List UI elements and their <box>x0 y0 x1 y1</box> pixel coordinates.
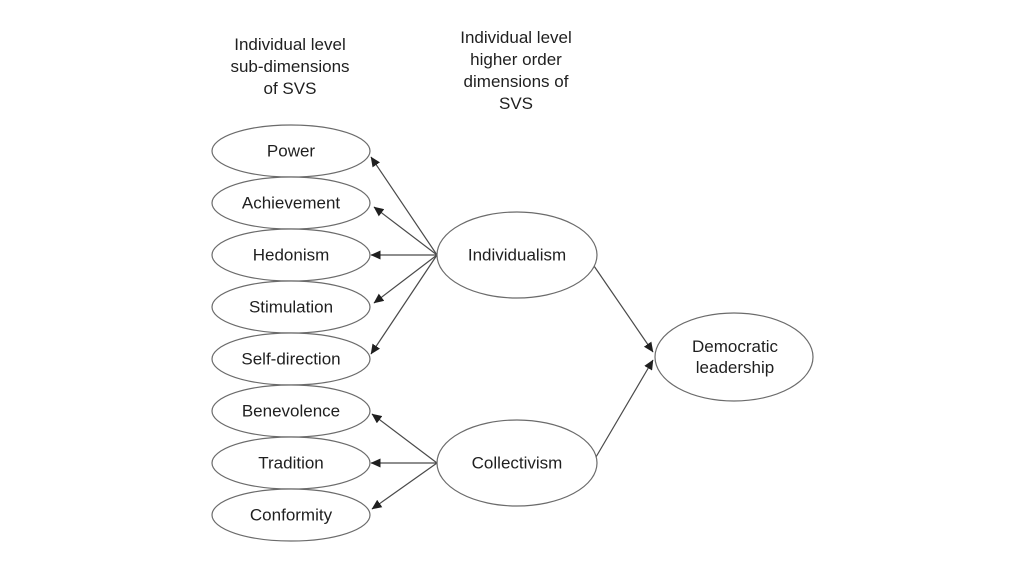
node-conformity <box>211 488 371 542</box>
node-label-power: Power <box>266 141 316 161</box>
middle-column-header: Individual level higher order dimensions… <box>460 28 572 113</box>
left-column-header: Individual level sub-dimensions of SVS <box>230 35 350 98</box>
edge-collectivism-democratic-leadership <box>595 359 654 458</box>
node-label-tradition: Tradition <box>258 453 324 473</box>
node-label-conformity: Conformity <box>249 505 333 525</box>
edge-collectivism-conformity <box>371 462 438 510</box>
node-individualism <box>436 211 598 299</box>
edge-individualism-democratic-leadership <box>593 265 654 353</box>
edge-individualism-power <box>370 156 438 256</box>
node-label-democratic-leadership: Democratic leadership <box>692 337 778 377</box>
edge-collectivism-benevolence <box>371 413 438 464</box>
node-label-achievement: Achievement <box>241 193 341 213</box>
node-democratic-leadership <box>654 312 814 402</box>
node-label-benevolence: Benevolence <box>241 401 341 421</box>
node-label-hedonism: Hedonism <box>252 245 330 265</box>
edge-individualism-achievement <box>373 206 438 256</box>
node-label-collectivism: Collectivism <box>471 453 563 473</box>
node-collectivism <box>436 419 598 507</box>
edge-individualism-self-stimulation <box>373 254 438 304</box>
node-label-individualism: Individualism <box>467 245 567 265</box>
node-label-self-direction: Self-direction <box>241 349 341 369</box>
edge-individualism-self-direction <box>370 254 438 355</box>
node-label-stimulation: Stimulation <box>248 297 334 317</box>
